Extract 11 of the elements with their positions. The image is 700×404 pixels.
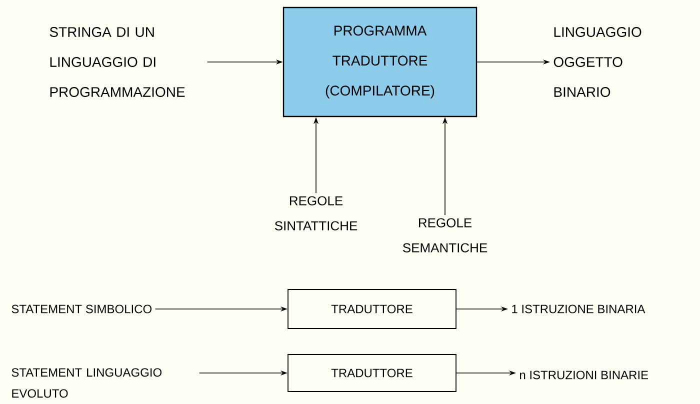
output-text: LINGUAGGIO OGGETTO BINARIO — [554, 27, 642, 97]
rule-text: REGOLE SINTATTICHE — [274, 196, 358, 230]
output-text: 1 ISTRUZIONE BINARIA — [512, 304, 646, 314]
input-text: STATEMENT SIMBOLICO — [12, 304, 152, 314]
translator-box: TRADUTTORE — [288, 289, 456, 329]
output-text: n ISTRUZIONI BINARIE — [520, 370, 648, 380]
compiler-box: PROGRAMMA TRADUTTORE (COMPILATORE) — [282, 6, 478, 118]
input-text: STRINGA DI UN LINGUAGGIO DI PROGRAMMAZIONE — [50, 27, 185, 97]
rule-text: REGOLE SEMANTICHE — [403, 218, 488, 252]
translator-box: TRADUTTORE — [288, 354, 456, 392]
input-text: STATEMENT LINGUAGGIO EVOLUTO — [12, 368, 162, 398]
